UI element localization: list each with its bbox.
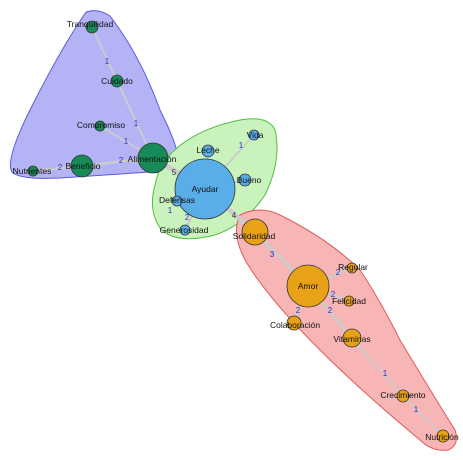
edge-weight-label: 1: [134, 119, 139, 128]
node-label-generosidad: Generosidad: [160, 225, 209, 235]
edge-weight-label: 2: [185, 213, 190, 222]
node-label-leche: Leche: [196, 145, 219, 155]
edge-weight-label: 4: [232, 211, 237, 220]
edge-weight-label: 2: [328, 306, 333, 315]
node-amor[interactable]: [286, 264, 330, 308]
edge-weight-label: 1: [239, 141, 244, 150]
node-crecimiento[interactable]: [396, 389, 410, 403]
node-generosidad[interactable]: [179, 224, 191, 236]
node-vida[interactable]: [248, 129, 260, 141]
node-label-amor: Amor: [298, 281, 318, 291]
edge-weight-label: 2: [296, 306, 301, 315]
node-label-ayudar: Ayudar: [192, 184, 219, 194]
edge-weight-label: 2: [119, 156, 124, 165]
node-label-colaboracion: Colaboración: [270, 320, 320, 330]
node-label-regular: Regular: [338, 262, 368, 272]
edge-crecimiento-nutricion: [402, 395, 444, 437]
node-label-solidaridad: Solidaridad: [233, 231, 276, 241]
node-label-nutricion: Nutrición: [425, 432, 459, 442]
node-nutricion[interactable]: [436, 429, 450, 443]
edge-weight-label: 5: [172, 168, 177, 177]
node-label-alimentacion: Alimentación: [128, 154, 177, 164]
edge-weight-label: 2: [58, 163, 63, 172]
node-felicidad[interactable]: [343, 295, 355, 307]
edge-weight-label: 3: [270, 250, 275, 259]
node-tranquilidad[interactable]: [85, 20, 99, 34]
node-cuidado[interactable]: [110, 74, 124, 88]
node-label-crecimiento: Crecimiento: [380, 390, 426, 400]
edge-weight-label: 1: [124, 137, 129, 146]
node-label-bueno: Bueno: [237, 175, 262, 185]
edge-weight-label: 2: [336, 268, 341, 277]
node-label-felicidad: Felicidad: [332, 296, 366, 306]
edge-weight-label: 1: [414, 405, 419, 414]
edge-weight-label: 1: [168, 206, 173, 215]
node-solidaridad[interactable]: [241, 218, 269, 246]
node-ayudar[interactable]: [174, 158, 236, 220]
node-vitaminas[interactable]: [342, 328, 362, 348]
node-label-vitaminas: Vitaminas: [333, 334, 370, 344]
node-compromiso[interactable]: [94, 120, 106, 132]
edge-weight-label: 1: [105, 57, 110, 66]
node-bueno[interactable]: [238, 173, 252, 187]
node-defensas[interactable]: [171, 195, 183, 207]
node-label-vida: Vida: [247, 130, 264, 140]
node-alimentacion[interactable]: [137, 142, 169, 174]
node-label-cuidado: Cuidado: [101, 76, 133, 86]
node-colaboracion[interactable]: [286, 315, 302, 331]
edge-weight-label: 1: [383, 369, 388, 378]
node-beneficio[interactable]: [70, 154, 94, 178]
node-layer: [27, 20, 450, 443]
node-label-tranquilidad: Tranquilidad: [67, 19, 114, 29]
edge-vitaminas-crecimiento: [351, 337, 404, 397]
node-leche[interactable]: [201, 144, 215, 158]
node-regular[interactable]: [346, 262, 358, 274]
node-label-beneficio: Beneficio: [66, 161, 101, 171]
node-label-defensas: Defensas: [159, 195, 195, 205]
node-nutrientes[interactable]: [27, 165, 39, 177]
node-label-nutrientes: Nutrientes: [13, 166, 52, 176]
node-label-compromiso: Compromiso: [77, 120, 125, 130]
edge-weight-label: 2: [331, 290, 336, 299]
